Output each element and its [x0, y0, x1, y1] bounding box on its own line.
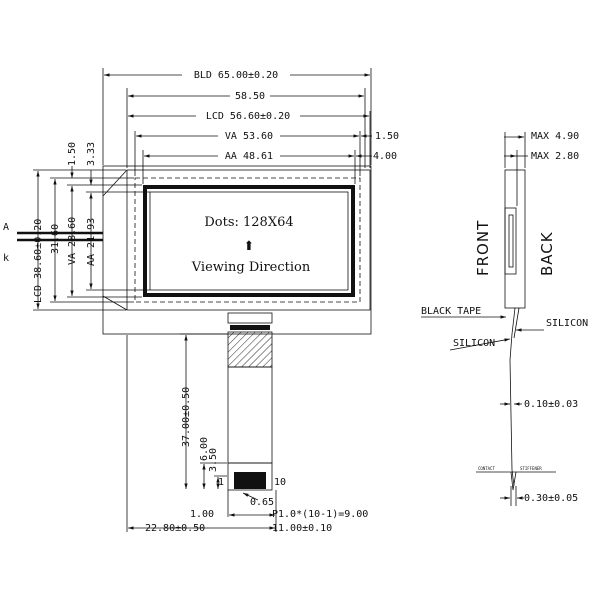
- contact-label: CONTACT: [478, 466, 495, 471]
- dots-label: Dots: 128X64: [204, 215, 293, 230]
- fpc-stiffener-top: [227, 312, 273, 324]
- viewing-direction-label: Viewing Direction: [191, 260, 311, 275]
- fpc-cable: 1 10: [218, 312, 286, 491]
- thickness-0-30: 0.30±0.05: [524, 493, 578, 504]
- lcd-height-dimension: LCD 38.60±0.20: [33, 219, 44, 303]
- viewing-arrow-icon: ⬆: [244, 239, 255, 254]
- dim-right-4-00: 4.00: [373, 151, 397, 162]
- black-tape-label: BLACK TAPE: [421, 306, 481, 317]
- pin-10-label: 10: [274, 477, 286, 488]
- left-dimensions: LCD 38.60±0.20 31.60 VA 28.60 AA 21.93 1…: [33, 142, 150, 311]
- led-leads: A k: [3, 222, 103, 264]
- fpc-tail: [227, 366, 273, 464]
- dim-top-1-50: 1.50: [67, 142, 78, 166]
- fpc-contact-region: [227, 462, 273, 491]
- aa-width-dimension: AA 48.61: [225, 151, 273, 162]
- fpc-bond-strip: [230, 325, 270, 330]
- dim-right-1-50: 1.50: [375, 131, 399, 142]
- dim-6-00: 6.00: [199, 437, 210, 461]
- fpc-contacts: [234, 472, 266, 489]
- active-area-window: [147, 189, 351, 293]
- dim-31-60: 31.60: [50, 224, 61, 254]
- va-height-dimension: VA 28.60: [67, 217, 78, 265]
- dim-top-3-33: 3.33: [86, 142, 97, 166]
- fpc-length-dimension: 37.00±0.50: [181, 387, 192, 447]
- active-area-inner: [149, 191, 349, 291]
- thickness-0-10: 0.10±0.03: [524, 399, 578, 410]
- dim-3-50: 3.50: [208, 448, 219, 472]
- lcd-glass-outline: [126, 169, 371, 311]
- lcd-width-dimension: LCD 56.60±0.20: [206, 111, 290, 122]
- side-view: MAX 4.90 MAX 2.80 FRONT BACK BLACK TAPE …: [421, 131, 588, 506]
- top-dimensions: BLD 65.00±0.20 58.50 LCD 56.60±0.20 VA 5…: [102, 68, 399, 184]
- side-glass-inner: [508, 214, 514, 268]
- lcd-chamfer-left: [102, 169, 128, 311]
- lead-k-label: k: [3, 253, 9, 264]
- side-glass: [504, 207, 517, 275]
- fpc-hatched-area: [227, 331, 273, 368]
- max-4-90: MAX 4.90: [531, 131, 579, 142]
- side-body: [504, 169, 526, 309]
- dim-11-00: 11.00±0.10: [272, 523, 332, 534]
- aa-height-dimension: AA 21.93: [86, 218, 97, 266]
- stiffener-label: STIFFENER: [520, 466, 542, 471]
- dim-1-00: 1.00: [190, 509, 214, 520]
- pin-width-dimension: 0.65: [250, 497, 274, 508]
- view-area-outline: [134, 177, 361, 303]
- fpc-dimensions: 37.00±0.50 6.00 3.50 0.65 1.00 P1.0*(10-…: [126, 333, 368, 534]
- silicon-left-label: SILICON: [453, 338, 495, 349]
- va-width-dimension: VA 53.60: [225, 131, 273, 142]
- silicon-right-label: SILICON: [546, 318, 588, 329]
- dim-58-50: 58.50: [235, 91, 265, 102]
- dim-22-80: 22.80±0.50: [145, 523, 205, 534]
- lead-a-label: A: [3, 222, 9, 233]
- front-label: FRONT: [474, 220, 492, 276]
- bld-dimension: BLD 65.00±0.20: [194, 70, 278, 81]
- max-2-80: MAX 2.80: [531, 151, 579, 162]
- pin-1-label: 1: [218, 477, 224, 488]
- pitch-dimension: P1.0*(10-1)=9.00: [272, 509, 368, 520]
- front-view: Dots: 128X64 ⬆ Viewing Direction: [102, 165, 372, 335]
- back-label: BACK: [538, 231, 556, 276]
